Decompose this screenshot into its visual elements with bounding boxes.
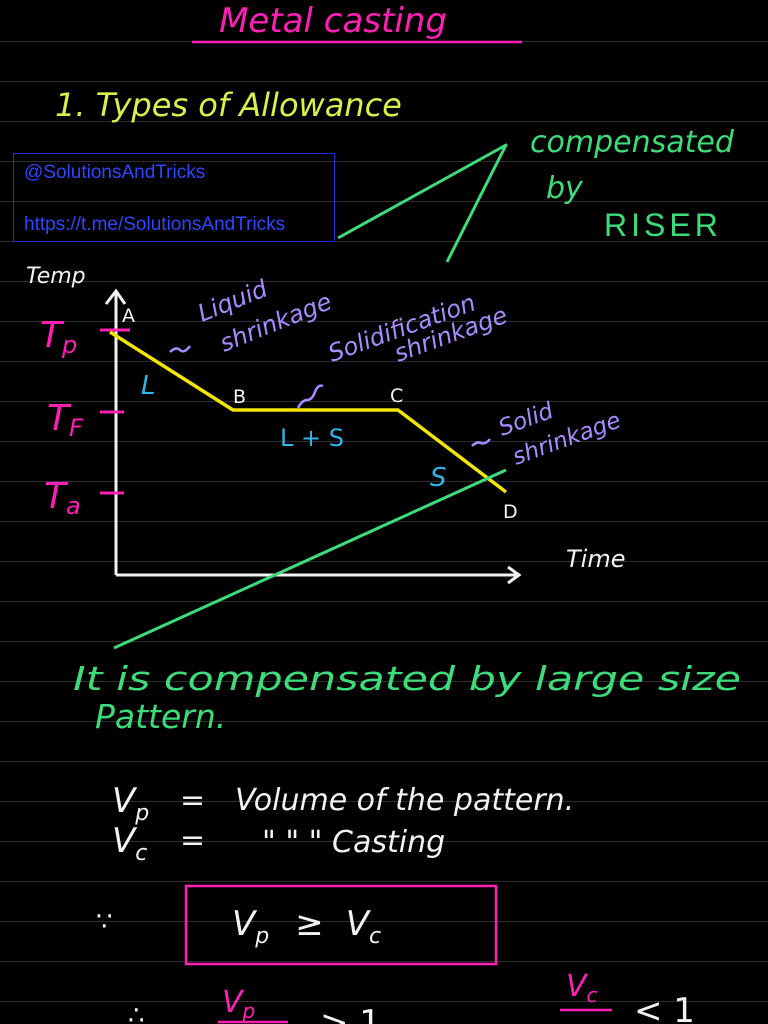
section-heading: 1. Types of Allowance <box>55 86 402 124</box>
watermark-box: @SolutionsAndTricks https://t.me/Solutio… <box>13 153 335 242</box>
watermark-link[interactable]: https://t.me/SolutionsAndTricks <box>24 214 286 235</box>
svg-text:=: = <box>180 783 205 818</box>
pouring-temp-label: Tp <box>40 315 77 359</box>
pattern-note-line1: It is compensated by large size <box>73 659 741 698</box>
point-b-label: B <box>233 386 246 408</box>
temp-axis-label: Temp <box>26 264 86 289</box>
solid-phase-label: S <box>430 463 447 493</box>
svg-text:Vp: Vp <box>112 781 149 826</box>
liquid-shrinkage-tilde <box>169 345 191 353</box>
ambient-temp-label: Ta <box>44 476 81 520</box>
page-title: Metal casting <box>219 1 447 41</box>
since-symbol: ∵ <box>96 907 113 937</box>
right-ratio-op: < 1 <box>634 991 695 1024</box>
svg-text:" " " Casting: " " " Casting <box>262 825 445 860</box>
inequality-box <box>184 884 498 966</box>
therefore-symbol: ∴ <box>128 1001 145 1024</box>
point-a-label: A <box>122 305 135 327</box>
point-c-label: C <box>390 385 403 407</box>
freezing-temp-label: TF <box>47 398 84 442</box>
left-ratio-numerator: Vp <box>222 985 255 1023</box>
time-axis-label: Time <box>566 545 625 573</box>
definition-vp: Vp = Volume of the pattern. <box>112 781 574 826</box>
riser-pointer <box>337 143 508 263</box>
liquid-phase-label: L <box>141 371 156 401</box>
right-ratio-numerator: Vc <box>566 969 598 1007</box>
riser-note-line3: RISER <box>604 207 722 243</box>
pattern-note-line2: Pattern. <box>95 697 226 736</box>
left-ratio-op: > 1 <box>320 1003 381 1024</box>
svg-text:Volume of the pattern.: Volume of the pattern. <box>235 783 574 818</box>
svg-text:Vc: Vc <box>112 821 147 866</box>
time-axis-arrow <box>507 565 522 585</box>
mushy-phase-label: L + S <box>280 424 344 452</box>
definition-vc: Vc = " " " Casting <box>112 821 445 866</box>
pattern-pointer <box>113 468 507 650</box>
point-d-label: D <box>503 501 518 523</box>
watermark-handle: @SolutionsAndTricks <box>24 162 206 183</box>
solid-shrinkage-tilde <box>471 438 491 447</box>
riser-note-line2: by <box>546 171 584 206</box>
solidification-shrinkage-tilde <box>296 384 324 409</box>
svg-text:=: = <box>180 823 205 858</box>
riser-note-line1: compensated <box>530 125 735 160</box>
inequality-expression: Vp≥Vc <box>232 904 381 949</box>
temp-axis-arrow <box>104 288 127 305</box>
cooling-curve <box>109 330 508 494</box>
